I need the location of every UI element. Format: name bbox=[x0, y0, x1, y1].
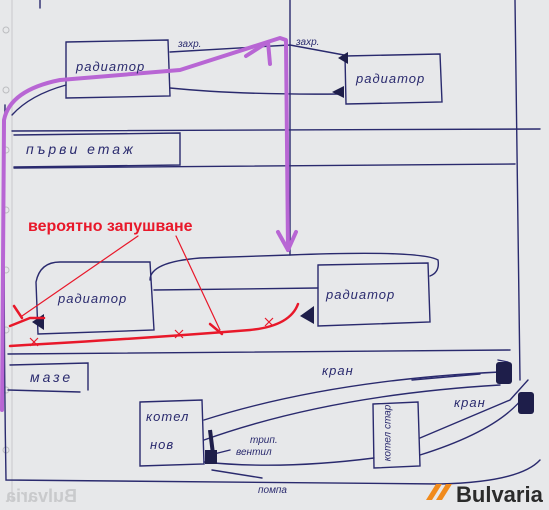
radiator-top-left-label: радиатор bbox=[76, 59, 146, 74]
radiator-bottom-right-box bbox=[317, 262, 431, 327]
three-way-valve-label-2: вентил bbox=[236, 447, 272, 458]
floor-slab-upper bbox=[11, 128, 541, 132]
boiler-old-box bbox=[372, 401, 421, 469]
blockage-line bbox=[8, 235, 300, 348]
floor-slab-lower bbox=[7, 349, 511, 355]
brand-name: Bulvaria bbox=[456, 482, 543, 507]
blockage-annotation: вероятно запушване bbox=[28, 218, 193, 235]
basement-label: мазе bbox=[30, 369, 74, 385]
boiler-new-label-1: котел bbox=[146, 409, 190, 424]
flow-path-highlight bbox=[0, 36, 298, 412]
watermark-mirror: Bulvaria bbox=[6, 486, 78, 506]
tap-upper-label: кран bbox=[322, 363, 354, 378]
pump-label: помпа bbox=[258, 485, 287, 496]
radiator-bottom-left-box bbox=[35, 261, 155, 335]
boiler-new-label-2: нов bbox=[150, 437, 175, 452]
tap-lower-label: кран bbox=[454, 395, 486, 410]
boiler-old-label: котел стар bbox=[382, 404, 394, 462]
radiator-bottom-right-label: радиатор bbox=[326, 287, 396, 302]
brand-watermark: Bulvaria bbox=[418, 482, 543, 508]
radiator-top-right-box bbox=[344, 53, 443, 105]
valve-left-label: захр. bbox=[178, 39, 202, 50]
valve-right-label: захр. bbox=[296, 37, 320, 48]
first-floor-label: първи етаж bbox=[26, 141, 136, 157]
boiler-new-box bbox=[139, 399, 205, 467]
three-way-valve-label-1: трип. bbox=[250, 435, 278, 446]
right-wall bbox=[514, 0, 521, 381]
radiator-top-right-label: радиатор bbox=[356, 71, 426, 86]
radiator-bottom-left-label: радиатор bbox=[58, 291, 128, 306]
blockage-marks bbox=[29, 317, 274, 347]
brand-logo-mark bbox=[426, 484, 452, 500]
